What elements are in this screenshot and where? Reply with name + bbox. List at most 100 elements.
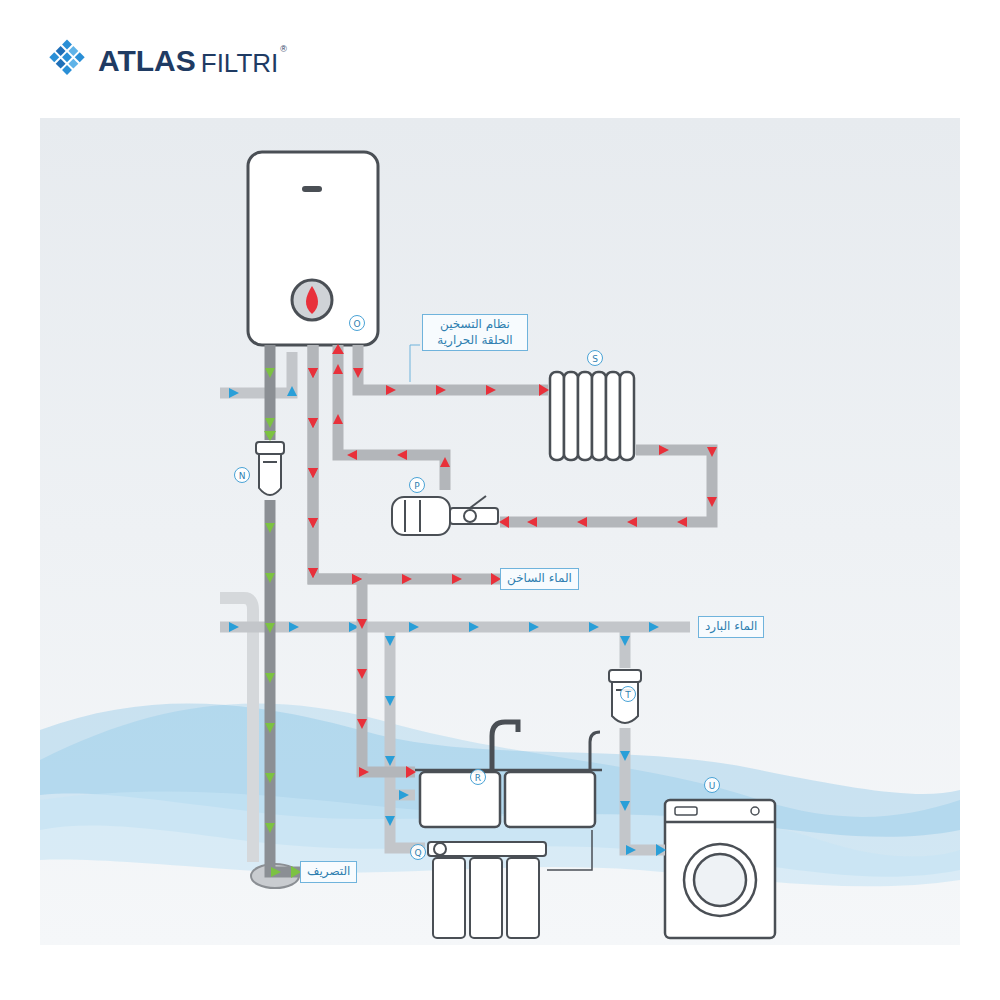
flow-arrow [409,622,419,632]
pipe [625,728,665,850]
filter-n [256,442,284,454]
flow-arrow [707,447,717,457]
washing-machine [675,807,697,815]
washing-machine: U [665,800,775,938]
flow-arrow [620,801,630,811]
pipe [313,345,500,579]
flow-arrow [397,450,407,460]
flow-arrow [333,364,343,374]
logo-icon [56,46,66,56]
flow-arrow [620,751,630,761]
pipe [265,345,276,440]
filter-p [450,508,498,524]
flow-arrow [308,468,318,478]
ro-unit [428,842,546,856]
filter-t [612,682,638,723]
filter-t [609,670,641,723]
flow-arrow [308,468,318,478]
callout-letter: Q [410,844,426,860]
flow-arrow [620,636,630,646]
flow-arrow [452,574,462,584]
washing-machine [665,800,775,938]
filter-n [263,461,277,463]
radiator [592,372,606,460]
ro-unit [507,858,539,938]
flow-arrow [265,723,275,733]
flow-arrow [385,756,395,766]
flow-arrow [529,622,539,632]
filter-p [470,496,486,508]
filter: N [255,440,285,500]
flow-arrow [289,622,299,632]
flow-arrow [399,790,409,800]
pipe-label-text: الماء الساخن [507,571,572,587]
flow-arrow [627,517,637,527]
callout-letter: P [409,477,425,493]
flow-arrow [385,696,395,706]
flow-arrow [229,388,239,398]
registered-mark: ® [280,44,287,54]
flow-arrow [352,574,362,584]
heating-label: نظام التسخين الحلقة الحرارية [422,314,528,351]
filter-p [464,510,476,522]
flow-arrow [402,574,412,584]
pipe-label-text: التصريف [307,864,350,880]
flow-arrow [265,368,275,378]
flow-arrow [352,574,362,584]
washing-machine [684,844,756,916]
flow-arrow [486,385,496,395]
flow-arrow [436,385,446,395]
flow-arrow [469,622,479,632]
filter-p [392,497,450,535]
flow-arrow [677,517,687,527]
flow-arrow [357,619,367,629]
flow-arrow [440,457,450,467]
cold-pipe [390,790,415,801]
washing-machine [751,807,759,815]
washing-machine [665,800,775,938]
callout-letter: O [349,315,365,331]
flow-arrow [333,414,343,424]
cold-pipe [220,598,253,862]
radiator: S [548,370,636,462]
logo-icon [68,59,78,69]
washing-machine [665,821,775,824]
pipe-label: الماء الساخن [500,568,579,590]
cold-pipe [620,627,631,668]
filter-t [609,670,641,682]
callout-letter: U [704,777,720,793]
flow-arrow [265,418,275,428]
boiler [248,152,378,345]
flow-arrow [353,368,363,378]
logo-icon [49,52,59,62]
flow-arrow [385,636,395,646]
pipe [500,450,712,522]
flow-arrow [385,816,395,826]
flow-arrow [308,518,318,528]
flow-arrow [308,418,318,428]
flow-arrow [357,669,367,679]
callout-letter: T [620,686,636,702]
filter-n [256,442,284,495]
filter: T [608,668,642,728]
flow-arrow [589,622,599,632]
pipe-label-text: نظام التسخين الحلقة الحرارية [429,317,521,348]
radiator [606,372,620,460]
panel [40,118,960,945]
radiator [620,372,634,460]
cold-pipe [220,352,292,393]
flow-arrow [265,623,275,633]
flow-arrow [271,867,281,877]
sink [412,722,602,827]
filter-p [404,500,406,532]
flow-arrow [357,719,367,729]
flow-arrow [265,823,275,833]
pipe [270,500,300,872]
pipe-label: التصريف [300,861,357,883]
flow-arrow [265,523,275,533]
flow-arrow [265,773,275,783]
logo-text: FILTRI [201,48,279,79]
leader-line [410,345,420,382]
pipe [358,345,548,390]
